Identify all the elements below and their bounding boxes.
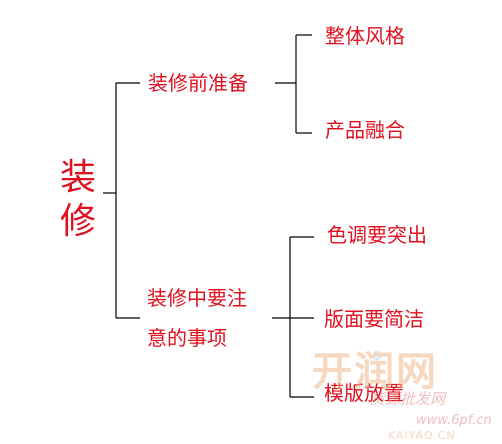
leaf-node-color-tone: 色调要突出 bbox=[327, 223, 427, 247]
leaf-node-overall-style: 整体风格 bbox=[325, 24, 405, 48]
leaf-node-simple-layout: 版面要简洁 bbox=[324, 307, 424, 331]
root-node: 装修 bbox=[59, 157, 96, 242]
branch-node-focus-line-2: 意的事项 bbox=[147, 326, 227, 350]
branch-node-prep: 装修前准备 bbox=[148, 71, 248, 95]
watermark-star-icon: ✪ bbox=[372, 349, 383, 363]
watermark: ✪ 开润网 货源批发网 www.6pf.cn KAIYAO.CN bbox=[312, 349, 502, 444]
branch-node-focus-line-1: 装修中要注 bbox=[147, 286, 247, 310]
leaf-node-product-fusion: 产品融合 bbox=[325, 118, 405, 142]
watermark-subtitle: 货源批发网 bbox=[370, 390, 446, 408]
leaf-node-template-placement: 模版放置 bbox=[324, 381, 404, 405]
watermark-site: www.6pf.cn bbox=[416, 413, 492, 428]
watermark-brand: 开润网 bbox=[312, 349, 438, 395]
watermark-latin: KAIYAO.CN bbox=[388, 429, 456, 442]
